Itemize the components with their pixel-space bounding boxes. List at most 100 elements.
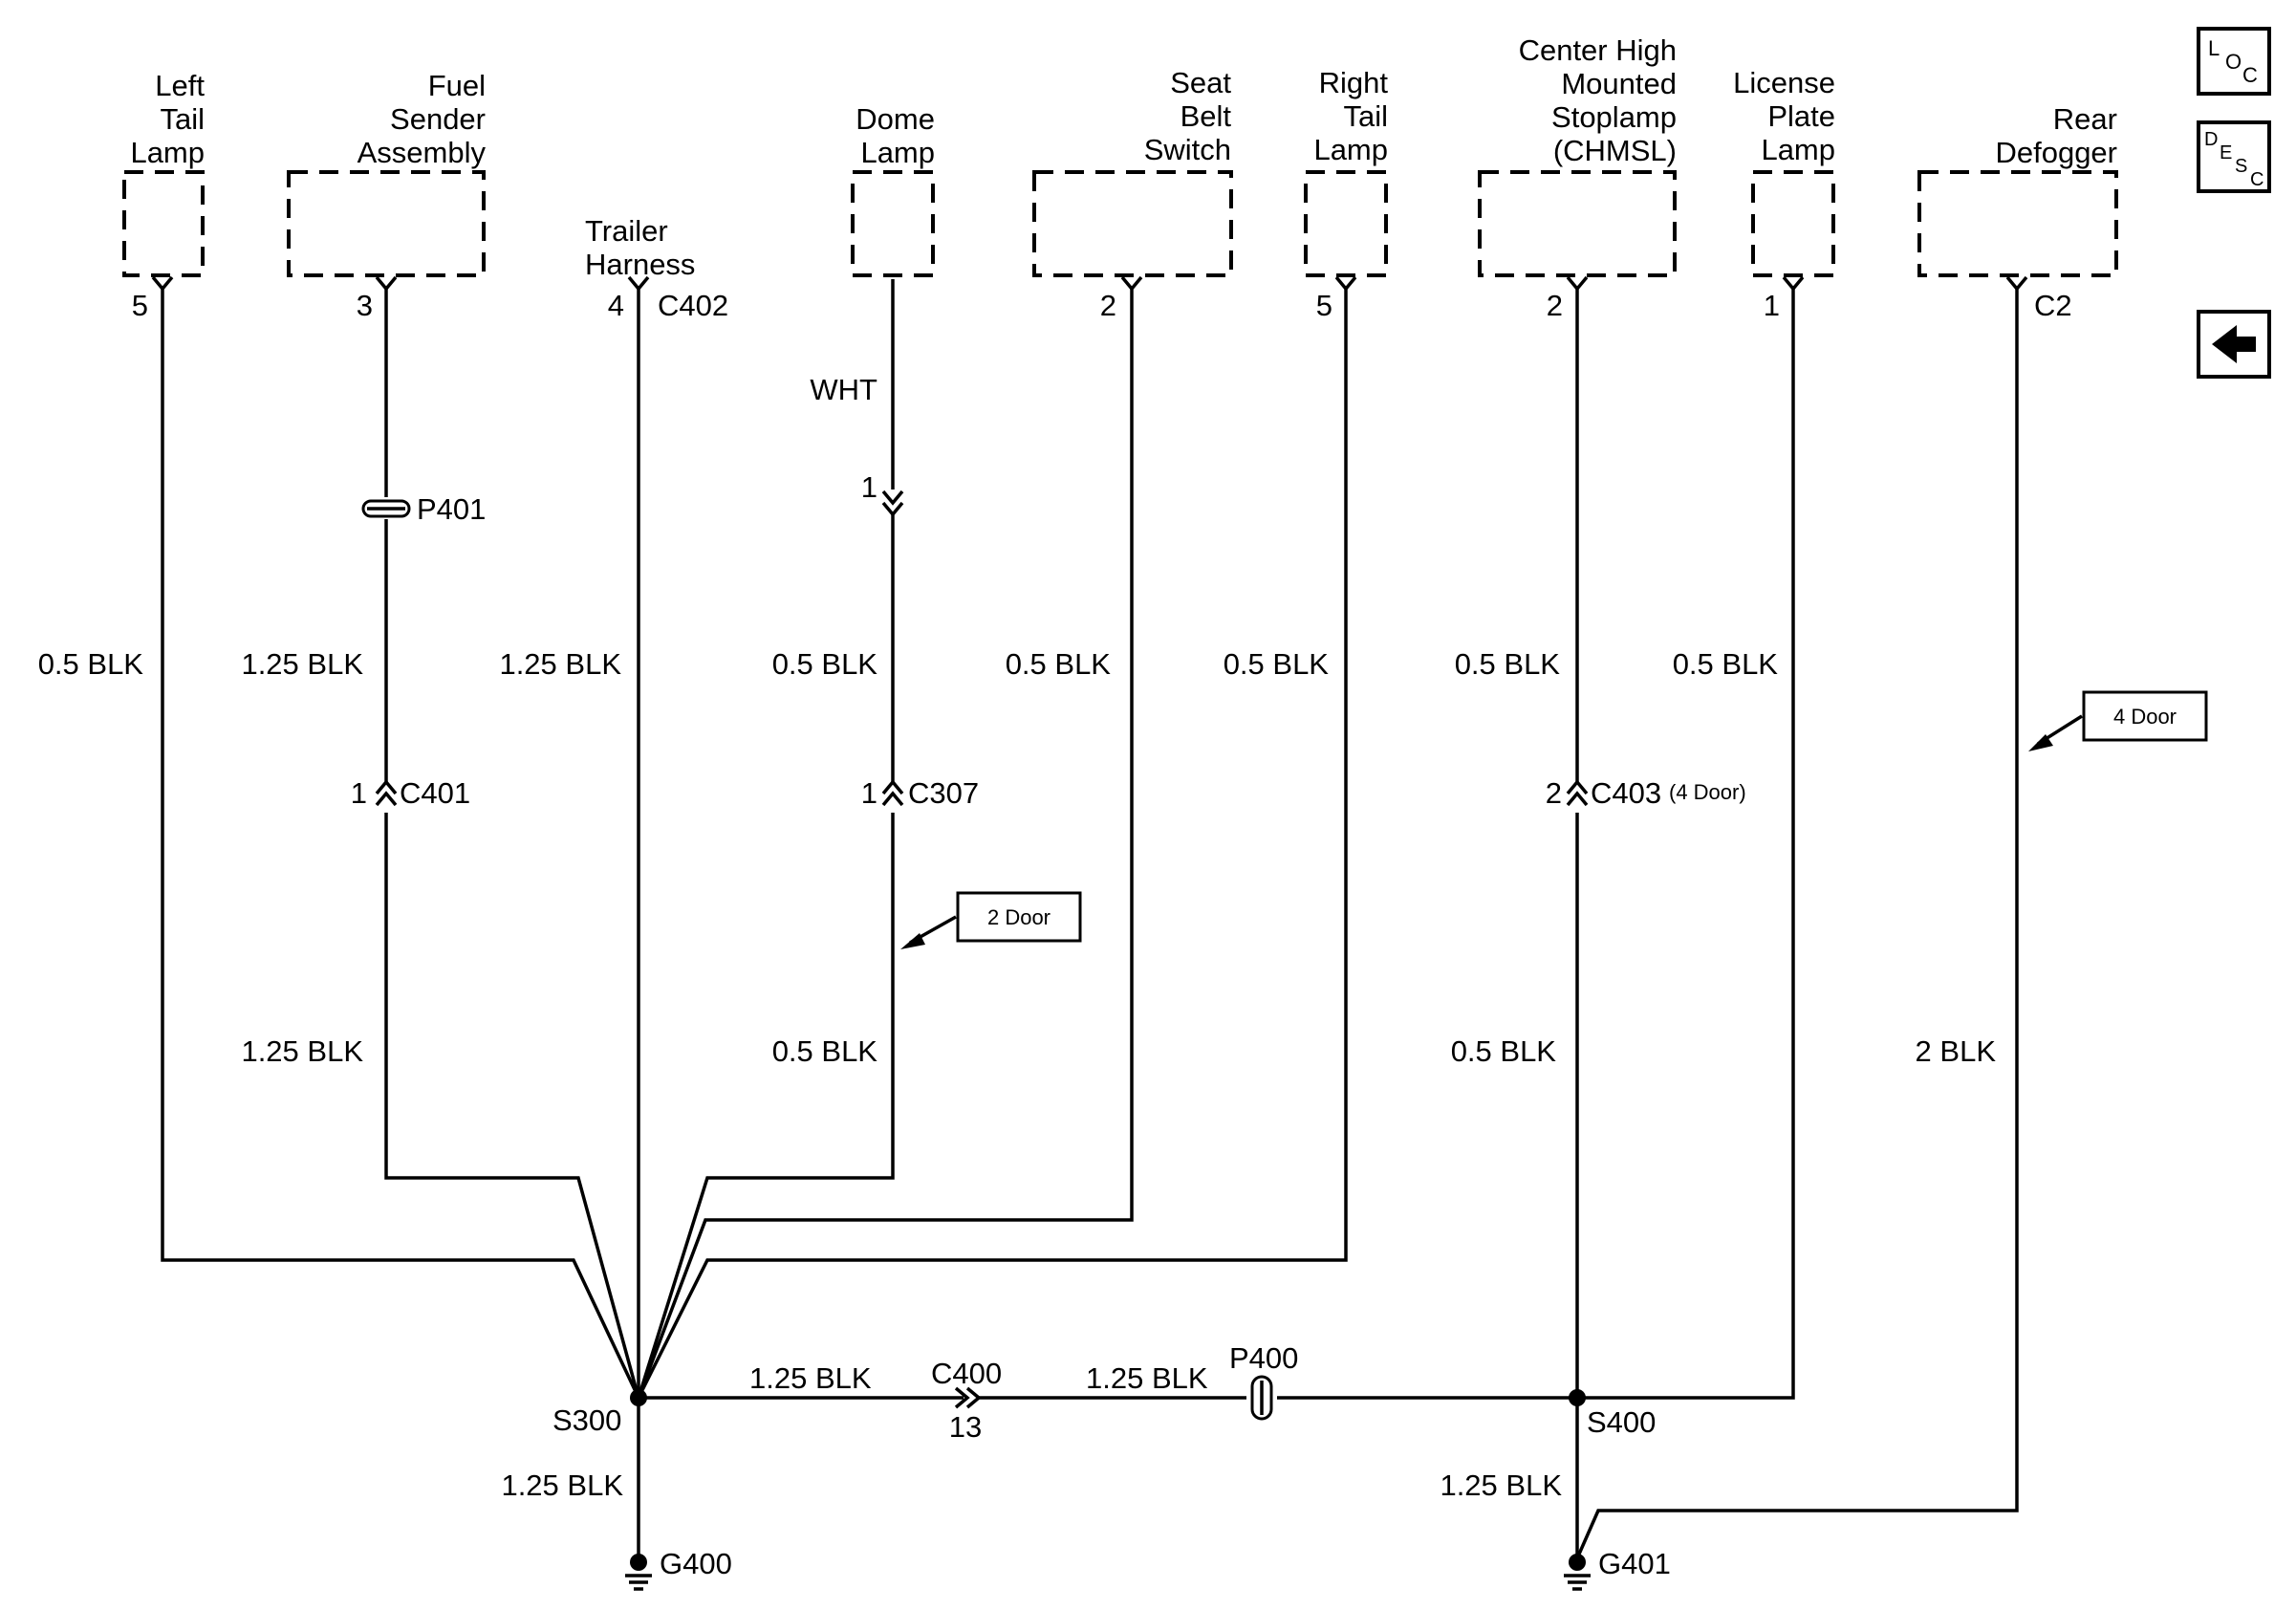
svg-text:1: 1 xyxy=(861,470,877,504)
dome-lamp-box xyxy=(851,170,935,277)
svg-text:1: 1 xyxy=(861,776,877,810)
c400-connector xyxy=(954,1386,982,1409)
svg-text:0.5 BLK: 0.5 BLK xyxy=(38,647,144,681)
license-plate-lamp-box xyxy=(1751,170,1835,277)
p400-connector xyxy=(1250,1375,1273,1421)
svg-text:C2: C2 xyxy=(2034,289,2072,322)
label-fuel-sender-assembly: Fuel Sender Assembly xyxy=(357,69,487,169)
svg-text:Tail: Tail xyxy=(160,102,205,136)
back-button[interactable] xyxy=(2197,310,2271,379)
fuel-sender-box xyxy=(287,170,486,277)
svg-text:G400: G400 xyxy=(660,1547,732,1580)
svg-text:O: O xyxy=(2225,50,2242,74)
svg-text:2 Door: 2 Door xyxy=(987,905,1051,929)
svg-text:C400: C400 xyxy=(931,1357,1002,1390)
svg-text:C: C xyxy=(2242,63,2258,87)
svg-text:Rear: Rear xyxy=(2053,102,2117,136)
svg-text:Harness: Harness xyxy=(585,248,695,281)
g401-ground-icon xyxy=(1564,1554,1591,1591)
svg-text:G401: G401 xyxy=(1598,1547,1671,1580)
svg-text:C402: C402 xyxy=(658,289,728,322)
label-seat-belt-switch: Seat Belt Switch xyxy=(1144,66,1232,166)
label-left-tail-lamp: Left Tail Lamp xyxy=(130,69,205,169)
svg-text:L: L xyxy=(2208,36,2220,60)
connector-names: C402 C2 P401 C401 C307 C403 C400 P400 xyxy=(400,289,2072,1390)
c307-connector xyxy=(881,779,904,807)
label-license-plate-lamp: License Plate Lamp xyxy=(1733,66,1835,166)
label-chmsl: Center High Mounted Stoplamp (CHMSL) xyxy=(1519,33,1677,167)
label-dome-lamp: Dome Lamp xyxy=(856,102,935,169)
splice-names: S300 S400 xyxy=(552,1403,1656,1439)
four-door-note: 4 Door xyxy=(2028,690,2208,751)
p401-connector xyxy=(361,499,411,518)
svg-text:C403: C403 xyxy=(1591,776,1661,810)
svg-text:1.25 BLK: 1.25 BLK xyxy=(241,647,363,681)
svg-text:4 Door: 4 Door xyxy=(2113,705,2177,729)
c403-connector xyxy=(1566,779,1589,807)
dome-inline-connector xyxy=(881,490,904,517)
svg-text:S400: S400 xyxy=(1587,1405,1656,1439)
svg-text:Seat: Seat xyxy=(1170,66,1231,99)
svg-text:1.25 BLK: 1.25 BLK xyxy=(1440,1469,1562,1502)
svg-text:C307: C307 xyxy=(908,776,979,810)
svg-text:Defogger: Defogger xyxy=(1995,136,2117,169)
svg-text:1: 1 xyxy=(1764,289,1780,322)
svg-text:C: C xyxy=(2250,169,2264,190)
svg-text:Lamp: Lamp xyxy=(130,136,205,169)
left-tail-lamp-box xyxy=(122,170,205,277)
svg-text:1: 1 xyxy=(351,776,367,810)
svg-text:0.5 BLK: 0.5 BLK xyxy=(1673,647,1779,681)
right-tail-lamp-box xyxy=(1304,170,1388,277)
label-right-tail-lamp: Right Tail Lamp xyxy=(1313,66,1388,166)
svg-text:Mounted: Mounted xyxy=(1561,67,1677,100)
svg-text:Lamp: Lamp xyxy=(1313,133,1388,166)
back-arrow-icon xyxy=(2212,325,2256,363)
svg-text:Lamp: Lamp xyxy=(860,136,935,169)
svg-text:2: 2 xyxy=(1100,289,1116,322)
c400-pin: 13 xyxy=(949,1410,982,1444)
ground-names: G400 G401 xyxy=(660,1547,1671,1580)
svg-text:Switch: Switch xyxy=(1144,133,1231,166)
svg-text:Plate: Plate xyxy=(1767,99,1835,133)
svg-text:1.25 BLK: 1.25 BLK xyxy=(241,1034,363,1068)
svg-text:Right: Right xyxy=(1319,66,1389,99)
svg-text:S: S xyxy=(2235,156,2247,177)
svg-text:1.25 BLK: 1.25 BLK xyxy=(1086,1361,1208,1395)
svg-text:0.5 BLK: 0.5 BLK xyxy=(1224,647,1330,681)
svg-text:(CHMSL): (CHMSL) xyxy=(1553,134,1677,167)
seat-belt-switch-box xyxy=(1032,170,1233,277)
c401-connector xyxy=(375,779,398,807)
svg-text:P401: P401 xyxy=(417,492,486,526)
svg-text:0.5 BLK: 0.5 BLK xyxy=(772,1034,878,1068)
svg-text:1.25 BLK: 1.25 BLK xyxy=(501,1469,623,1502)
label-trailer-harness: Trailer Harness xyxy=(585,214,695,281)
svg-text:Fuel: Fuel xyxy=(428,69,486,102)
g400-ground-icon xyxy=(625,1554,652,1591)
s300-splice xyxy=(630,1389,647,1406)
loc-button[interactable]: L O C xyxy=(2197,27,2271,96)
wires xyxy=(161,279,2019,1559)
svg-text:Lamp: Lamp xyxy=(1761,133,1835,166)
svg-text:5: 5 xyxy=(1316,289,1332,322)
svg-text:Tail: Tail xyxy=(1343,99,1388,133)
svg-text:2: 2 xyxy=(1546,776,1562,810)
s400-splice xyxy=(1569,1389,1586,1406)
svg-text:Left: Left xyxy=(155,69,205,102)
svg-text:Center High: Center High xyxy=(1519,33,1677,67)
svg-text:2: 2 xyxy=(1547,289,1563,322)
svg-text:0.5 BLK: 0.5 BLK xyxy=(1006,647,1112,681)
svg-text:0.5 BLK: 0.5 BLK xyxy=(772,647,878,681)
c403-note: (4 Door) xyxy=(1669,780,1746,804)
chmsl-box xyxy=(1478,170,1677,277)
svg-text:3: 3 xyxy=(357,289,373,322)
svg-text:Sender: Sender xyxy=(390,102,486,136)
pin-numbers: 5 3 4 2 5 2 1 1 1 1 2 xyxy=(132,289,1780,810)
svg-text:P400: P400 xyxy=(1229,1341,1298,1375)
svg-text:5: 5 xyxy=(132,289,148,322)
svg-text:S300: S300 xyxy=(552,1403,621,1437)
svg-text:0.5 BLK: 0.5 BLK xyxy=(1451,1034,1557,1068)
svg-text:4: 4 xyxy=(608,289,624,322)
rear-defogger-box xyxy=(1917,170,2118,277)
desc-button[interactable]: D E S C xyxy=(2197,120,2271,193)
